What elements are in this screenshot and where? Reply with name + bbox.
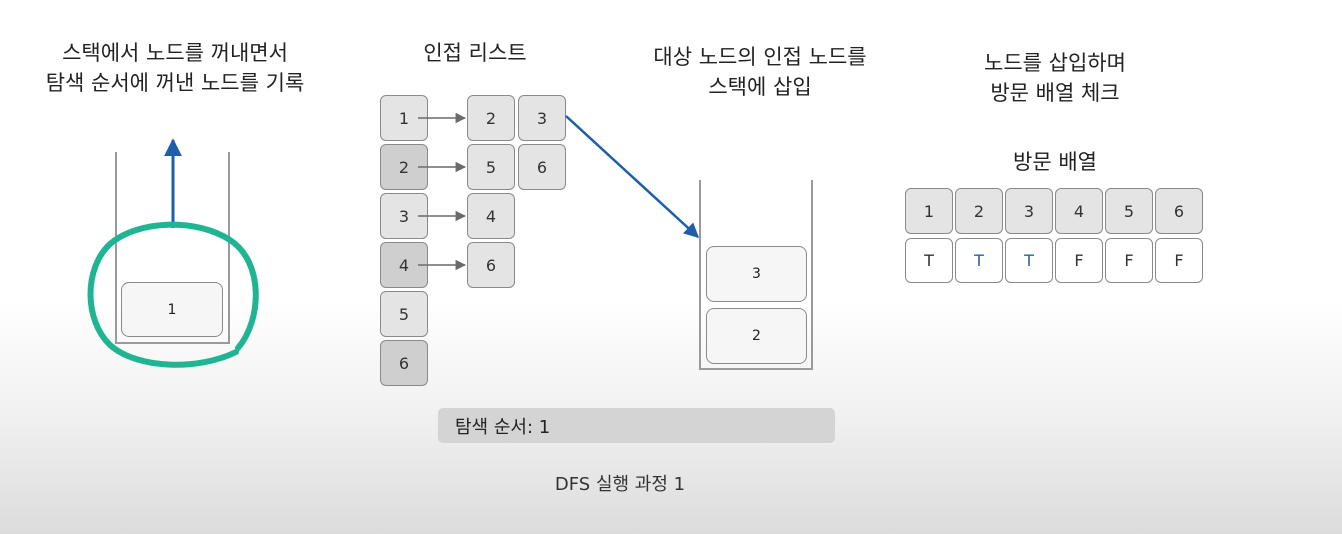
visited-flag: F — [1155, 238, 1203, 283]
exploration-order-text: 탐색 순서: 1 — [455, 416, 551, 438]
adjacency-neighbor: 6 — [467, 242, 515, 288]
check-heading-line2: 방문 배열 체크 — [990, 81, 1120, 105]
visited-flag: T — [955, 238, 1003, 283]
pop-stack-bottom — [115, 342, 230, 344]
push-heading: 대상 노드의 인접 노드를 스택에 삽입 — [625, 42, 895, 102]
adjacency-node-4: 4 — [380, 242, 428, 288]
visit-array-heading: 방문 배열 — [1013, 150, 1097, 174]
popped-node: 1 — [121, 282, 223, 337]
adjacency-node-3: 3 — [380, 193, 428, 239]
visited-node: 1 — [905, 188, 953, 234]
adjacency-neighbor: 2 — [467, 95, 515, 141]
adjacency-neighbor: 4 — [467, 193, 515, 239]
visited-flag: F — [1055, 238, 1103, 283]
caption: DFS 실행 과정 1 — [554, 474, 686, 495]
stack-item-bottom: 2 — [706, 308, 807, 364]
pop-heading-line1: 스택에서 노드를 꺼내면서 — [62, 41, 288, 65]
check-heading: 노드를 삽입하며 방문 배열 체크 — [950, 48, 1160, 108]
stack-right-wall — [811, 180, 813, 370]
adjacency-node-5: 5 — [380, 291, 428, 337]
adjacency-heading: 인접 리스트 — [423, 41, 527, 65]
visited-flag: T — [905, 238, 953, 283]
visited-node: 3 — [1005, 188, 1053, 234]
pop-stack-right-wall — [228, 152, 230, 344]
pop-heading: 스택에서 노드를 꺼내면서 탐색 순서에 꺼낸 노드를 기록 — [20, 38, 330, 98]
visited-node: 6 — [1155, 188, 1203, 234]
highlight-circle — [87, 221, 259, 368]
exploration-order-bar: 탐색 순서: 1 — [438, 408, 835, 443]
adjacency-neighbor: 6 — [518, 144, 566, 190]
pop-stack-left-wall — [115, 152, 117, 344]
visited-node: 2 — [955, 188, 1003, 234]
adjacency-neighbor: 5 — [467, 144, 515, 190]
push-heading-line1: 대상 노드의 인접 노드를 — [653, 45, 867, 69]
visited-flag: F — [1105, 238, 1153, 283]
stack-left-wall — [699, 180, 701, 370]
push-arrow — [565, 115, 700, 239]
stack-bottom — [699, 368, 813, 370]
visited-node: 4 — [1055, 188, 1103, 234]
check-heading-line1: 노드를 삽입하며 — [984, 51, 1126, 75]
stack-item-top: 3 — [706, 246, 807, 302]
adjacency-node-6: 6 — [380, 340, 428, 386]
pop-heading-line2: 탐색 순서에 꺼낸 노드를 기록 — [45, 71, 305, 95]
visited-flag: T — [1005, 238, 1053, 283]
push-heading-line2: 스택에 삽입 — [708, 75, 812, 99]
visited-node: 5 — [1105, 188, 1153, 234]
adjacency-neighbor: 3 — [518, 95, 566, 141]
